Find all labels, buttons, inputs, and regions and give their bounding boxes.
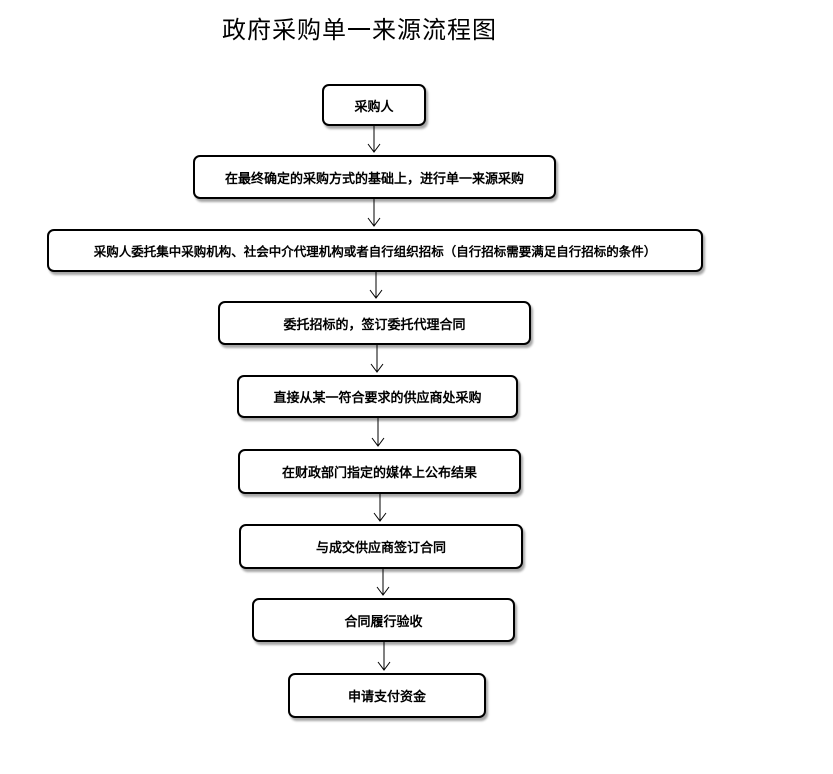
step-box-6: 在财政部门指定的媒体上公布结果 — [238, 449, 521, 494]
flow-arrow-head — [369, 289, 383, 299]
flow-arrow-head — [370, 363, 384, 373]
flow-arrow-head — [371, 437, 385, 447]
step-label: 申请支付资金 — [347, 690, 426, 705]
flow-arrow-head — [367, 143, 381, 153]
flow-arrow-head — [373, 512, 387, 522]
step-label: 委托招标的，签订委托代理合同 — [283, 317, 466, 333]
step-box-9: 申请支付资金 — [288, 673, 486, 718]
step-label: 在最终确定的采购方式的基础上，进行单一来源采购 — [224, 171, 524, 187]
flow-arrow-head — [376, 586, 390, 596]
step-label: 在财政部门指定的媒体上公布结果 — [281, 466, 477, 481]
step-box-2: 在最终确定的采购方式的基础上，进行单一来源采购 — [193, 155, 556, 199]
step-label: 采购人委托集中采购机构、社会中介代理机构或者自行组织招标（自行招标需要满足自行招… — [93, 244, 657, 259]
flow-arrow-head — [367, 217, 381, 227]
step-box-5: 直接从某一符合要求的供应商处采购 — [237, 375, 518, 418]
flow-arrow-head — [377, 661, 391, 671]
step-box-7: 与成交供应商签订合同 — [239, 524, 523, 569]
step-box-3: 采购人委托集中采购机构、社会中介代理机构或者自行组织招标（自行招标需要满足自行招… — [47, 229, 703, 272]
step-label: 直接从某一符合要求的供应商处采购 — [273, 391, 482, 406]
step-label: 采购人 — [354, 99, 394, 115]
diagram-title: 政府采购单一来源流程图 — [222, 16, 497, 44]
step-box-4: 委托招标的，签订委托代理合同 — [218, 301, 531, 345]
step-label: 与成交供应商签订合同 — [315, 541, 446, 556]
step-box-8: 合同履行验收 — [252, 598, 515, 642]
step-label: 合同履行验收 — [344, 614, 423, 630]
step-box-1: 采购人 — [322, 84, 426, 126]
